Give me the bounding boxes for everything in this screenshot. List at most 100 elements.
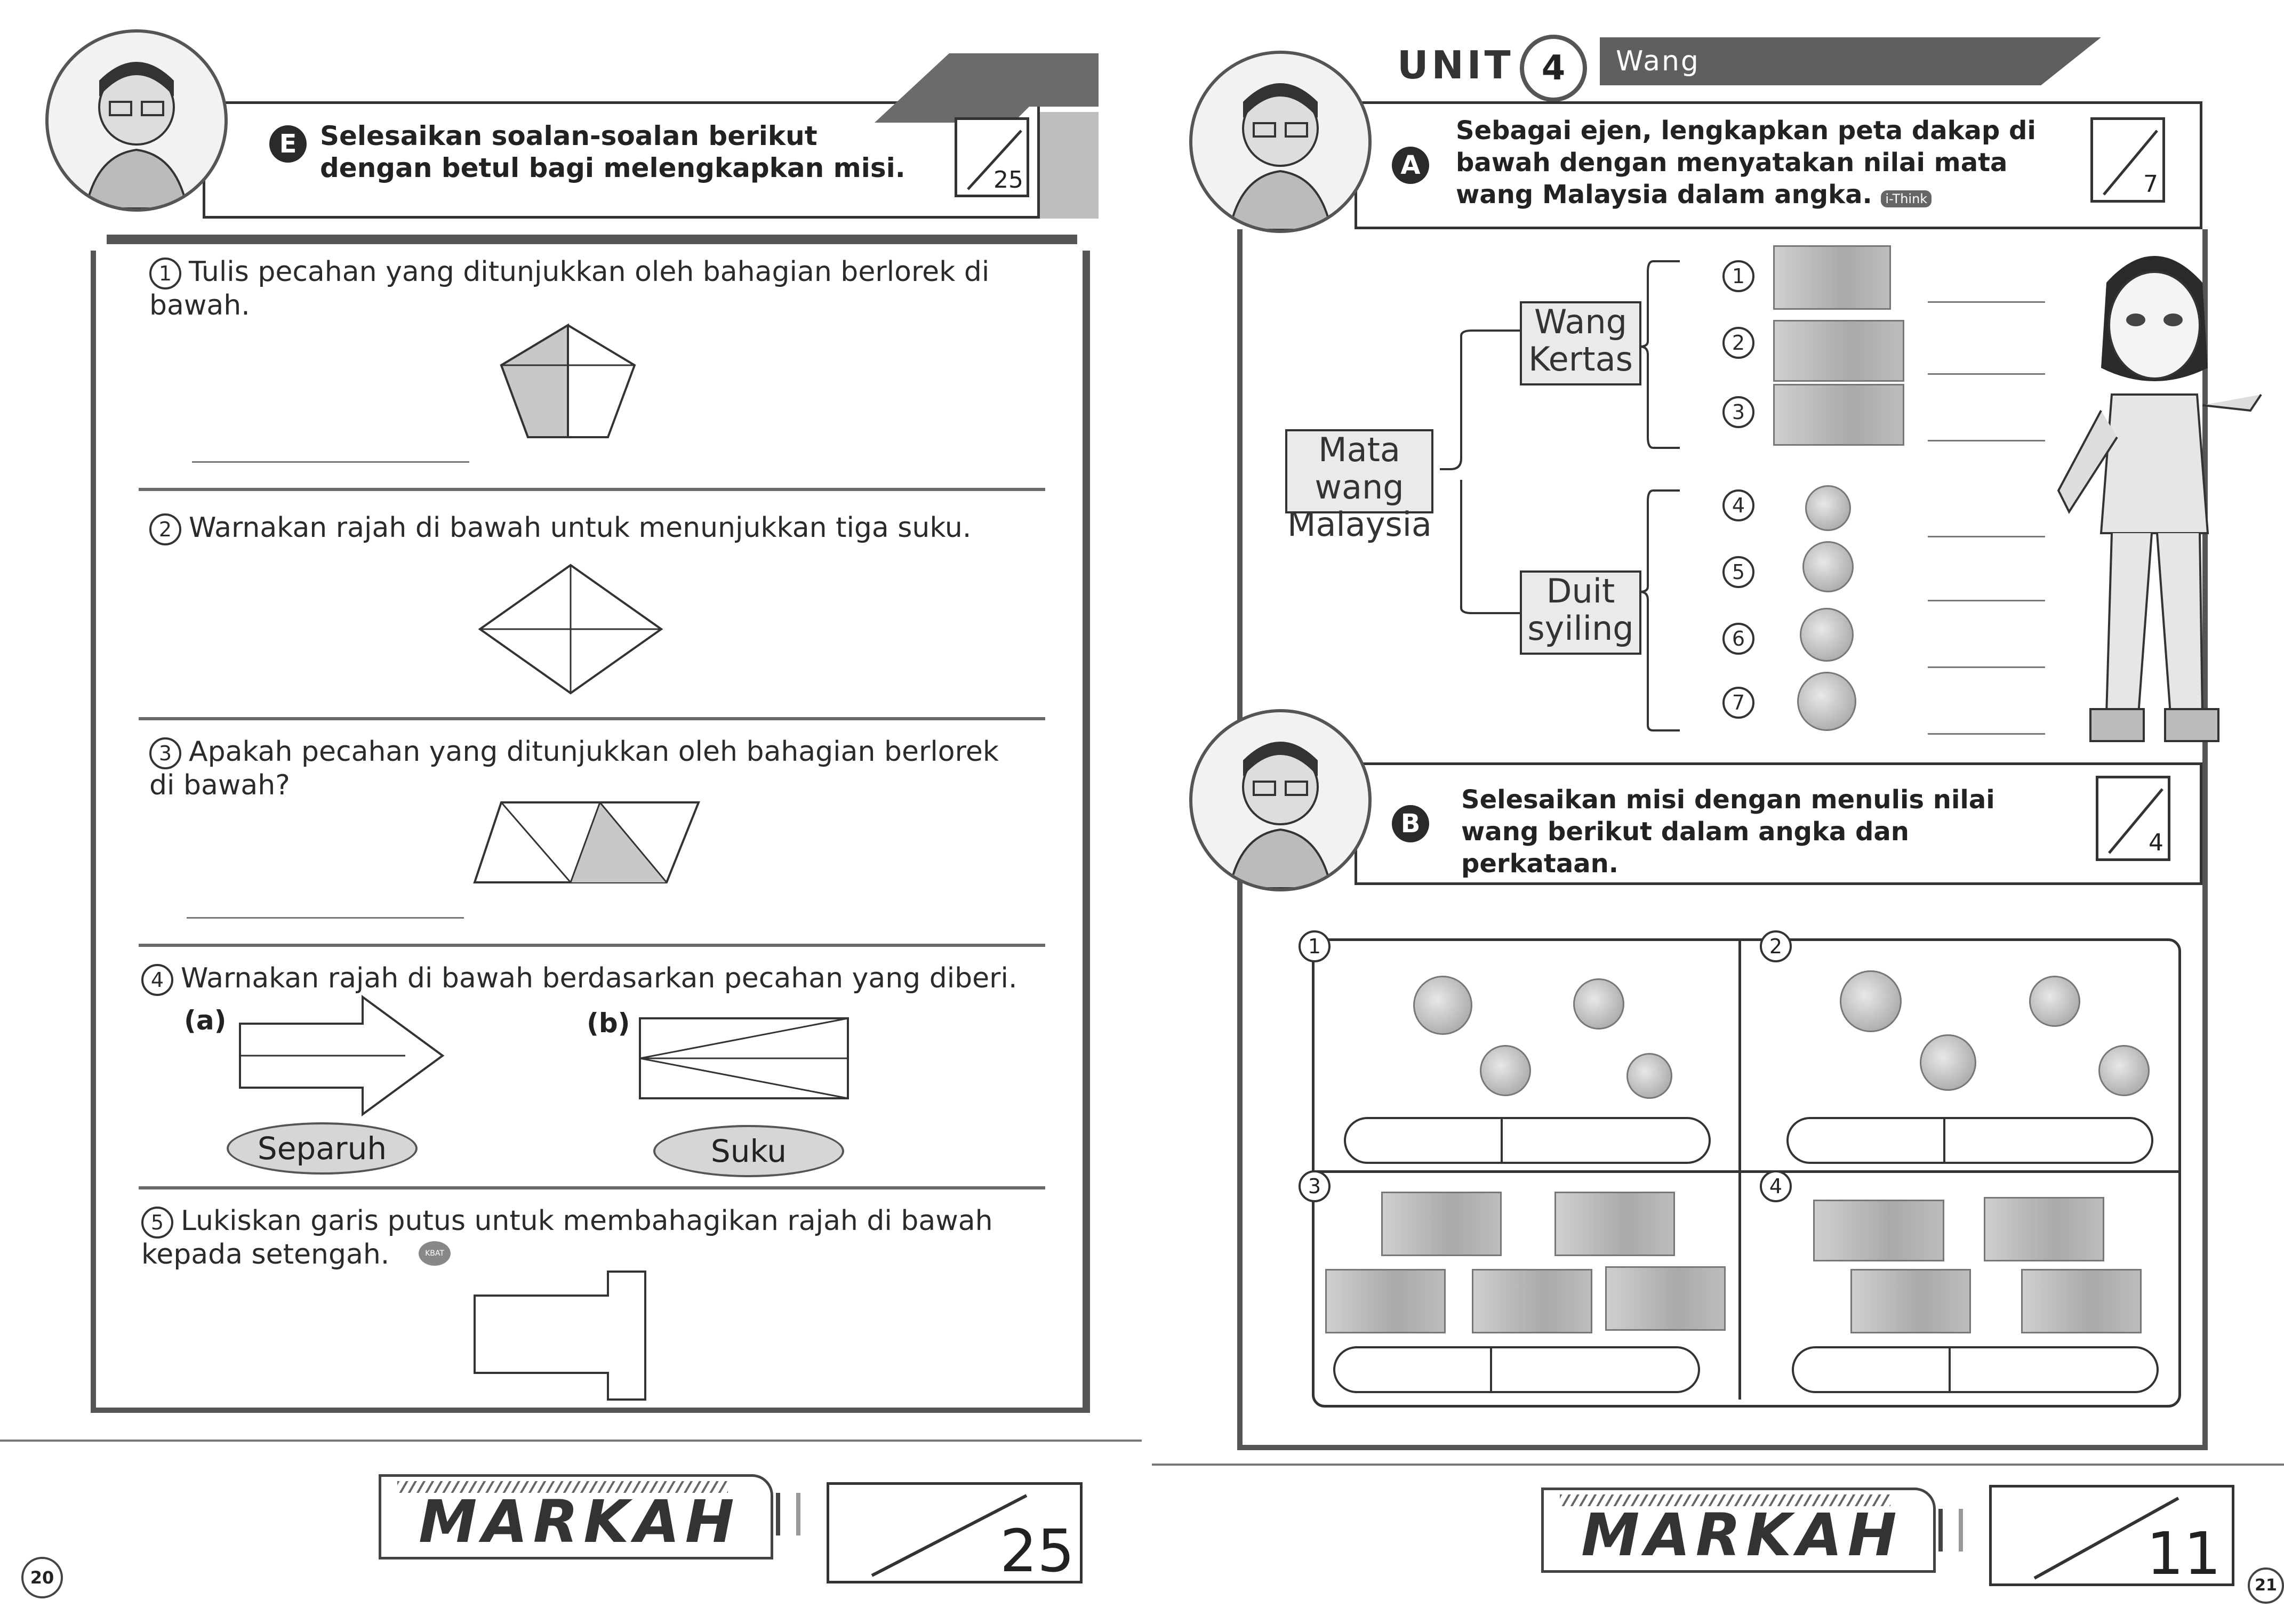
pill-divider — [1501, 1119, 1503, 1162]
question-1-number: 1 — [149, 258, 181, 290]
answer-line-item-6[interactable] — [1928, 666, 2045, 668]
section-a-header-band — [1355, 101, 2202, 229]
panel-3-answer-pill[interactable] — [1333, 1346, 1700, 1393]
score-slash-icon — [2108, 788, 2163, 854]
banknote-1-ringgit-icon — [1773, 245, 1891, 310]
q4-b-fraction-pill: Suku — [653, 1125, 844, 1177]
item-5-number: 5 — [1722, 556, 1754, 588]
section-a-score: 7 — [2143, 171, 2158, 198]
divider-4 — [139, 1186, 1045, 1189]
question-4-text: Warnakan rajah di bawah berdasarkan peca… — [181, 962, 1017, 994]
coin-5-sen-icon — [1805, 485, 1851, 531]
brace-item-2: 2 — [1722, 325, 1762, 359]
brace-item-3: 3 — [1722, 395, 1762, 428]
right-page: UNIT 4 Wang A Sebagai ejen, lengkapkan p… — [1152, 0, 2284, 1624]
q4-part-b-label: (b) — [587, 1008, 630, 1039]
section-b-header-band — [1355, 762, 2202, 885]
unit-title-band: Wang — [1600, 37, 2101, 85]
pill-divider — [1943, 1119, 1945, 1162]
brace-item-6: 6 — [1722, 621, 1762, 655]
kite-figure[interactable] — [475, 560, 667, 698]
unit-title: Wang — [1616, 45, 1700, 77]
panel-2-coin-50-sen-icon — [1840, 970, 1902, 1032]
right-total-score-box[interactable]: 11 — [1989, 1485, 2234, 1588]
total-slash-icon — [871, 1494, 1028, 1577]
rectangle-triangles-figure[interactable] — [635, 1013, 853, 1104]
section-e-score-box[interactable]: 25 — [955, 117, 1029, 197]
markah-hatch-decoration — [397, 1481, 728, 1493]
panel-1-answer-pill[interactable] — [1344, 1117, 1711, 1164]
divider-3 — [139, 944, 1045, 947]
answer-line-q1[interactable] — [192, 461, 469, 463]
panel-divider-horizontal — [1312, 1170, 2178, 1173]
left-total-score: 25 — [1000, 1517, 1075, 1585]
pentagon-figure — [500, 323, 636, 438]
panel-1-coin-10-sen-icon — [1573, 978, 1624, 1030]
left-frame-top-bar — [107, 235, 1077, 244]
panel-2-number: 2 — [1760, 930, 1799, 962]
unit-label: UNIT — [1397, 43, 1514, 87]
agent-avatar — [45, 29, 228, 212]
banknote-10-ringgit-icon — [1773, 384, 1904, 446]
question-5-number: 5 — [141, 1207, 173, 1239]
panel-4-banknote-icon-3 — [2021, 1269, 2142, 1333]
section-b-badge: B — [1392, 805, 1429, 842]
panel-4-number: 4 — [1760, 1170, 1799, 1202]
brace-item-5: 5 — [1722, 554, 1762, 588]
question-3-number: 3 — [149, 737, 181, 769]
section-a-score-box[interactable]: 7 — [2090, 117, 2165, 203]
section-b-score: 4 — [2149, 829, 2163, 856]
unit-number-badge: 4 — [1520, 35, 1587, 102]
answer-line-item-1[interactable] — [1928, 301, 2045, 303]
pill-divider — [1949, 1348, 1951, 1391]
panel-4-answer-pill[interactable] — [1792, 1346, 2159, 1393]
coin-50-sen-icon — [1797, 672, 1856, 731]
brace-branch-2-text: Duit syiling — [1527, 572, 1634, 648]
panel-4-banknote-icon-1 — [1984, 1197, 2104, 1261]
left-total-score-box[interactable]: 25 — [827, 1482, 1083, 1585]
banknote-5-ringgit-icon — [1773, 320, 1904, 382]
item-1-number: 1 — [1722, 260, 1754, 292]
parallelogram-figure — [473, 801, 700, 883]
panel-2-answer-pill[interactable] — [1786, 1117, 2153, 1164]
section-a-instruction-text: Sebagai ejen, lengkapkan peta dakap di b… — [1456, 116, 2036, 210]
panel-2-coin-10-sen-icon-2 — [2098, 1045, 2150, 1096]
agent-portrait-icon — [1228, 742, 1333, 888]
right-page-number: 21 — [2248, 1567, 2284, 1604]
brace-item-1: 1 — [1722, 259, 1762, 292]
answer-line-q3[interactable] — [187, 917, 464, 919]
score-slash-icon — [2103, 130, 2158, 196]
answer-line-item-4[interactable] — [1928, 536, 2045, 537]
answer-line-item-7[interactable] — [1928, 733, 2045, 735]
section-a-instruction: Sebagai ejen, lengkapkan peta dakap di b… — [1456, 115, 2069, 215]
left-header-corner-decoration — [875, 53, 1099, 219]
coin-10-sen-icon — [1802, 541, 1854, 592]
right-footer-rule — [1152, 1464, 2284, 1466]
section-b-score-box[interactable]: 4 — [2096, 776, 2170, 861]
q4-b-fraction-text: Suku — [710, 1133, 787, 1169]
t-shape-figure[interactable] — [469, 1266, 656, 1405]
panel-2-coin-20-sen-icon — [1920, 1034, 1976, 1091]
q4-part-a-label: (a) — [184, 1005, 227, 1036]
q4-a-fraction-text: Separuh — [257, 1130, 387, 1167]
section-a-badge: A — [1392, 147, 1429, 184]
answer-line-item-5[interactable] — [1928, 600, 2045, 601]
agent-portrait-icon — [1228, 83, 1333, 230]
panel-3-banknote-icon-4 — [1472, 1269, 1592, 1333]
panel-3-number: 3 — [1299, 1170, 1338, 1202]
panel-3-banknote-icon-2 — [1554, 1192, 1675, 1256]
question-5-text: Lukiskan garis putus untuk membahagikan … — [141, 1205, 993, 1271]
item-4-number: 4 — [1722, 489, 1754, 521]
brace-connectors — [1440, 260, 1680, 731]
divider-1 — [139, 488, 1045, 491]
right-markah-pipes — [1938, 1509, 1963, 1551]
left-markah-label: MARKAH — [419, 1488, 740, 1556]
answer-line-item-2[interactable] — [1928, 373, 2045, 375]
arrow-figure[interactable] — [235, 992, 448, 1120]
section-e-instruction: Selesaikan soalan-soalan berikut dengan … — [320, 120, 905, 183]
q4-a-fraction-pill: Separuh — [227, 1122, 418, 1175]
panel-1-coin-5-sen-icon — [1626, 1053, 1672, 1099]
answer-line-item-3[interactable] — [1928, 440, 2045, 441]
